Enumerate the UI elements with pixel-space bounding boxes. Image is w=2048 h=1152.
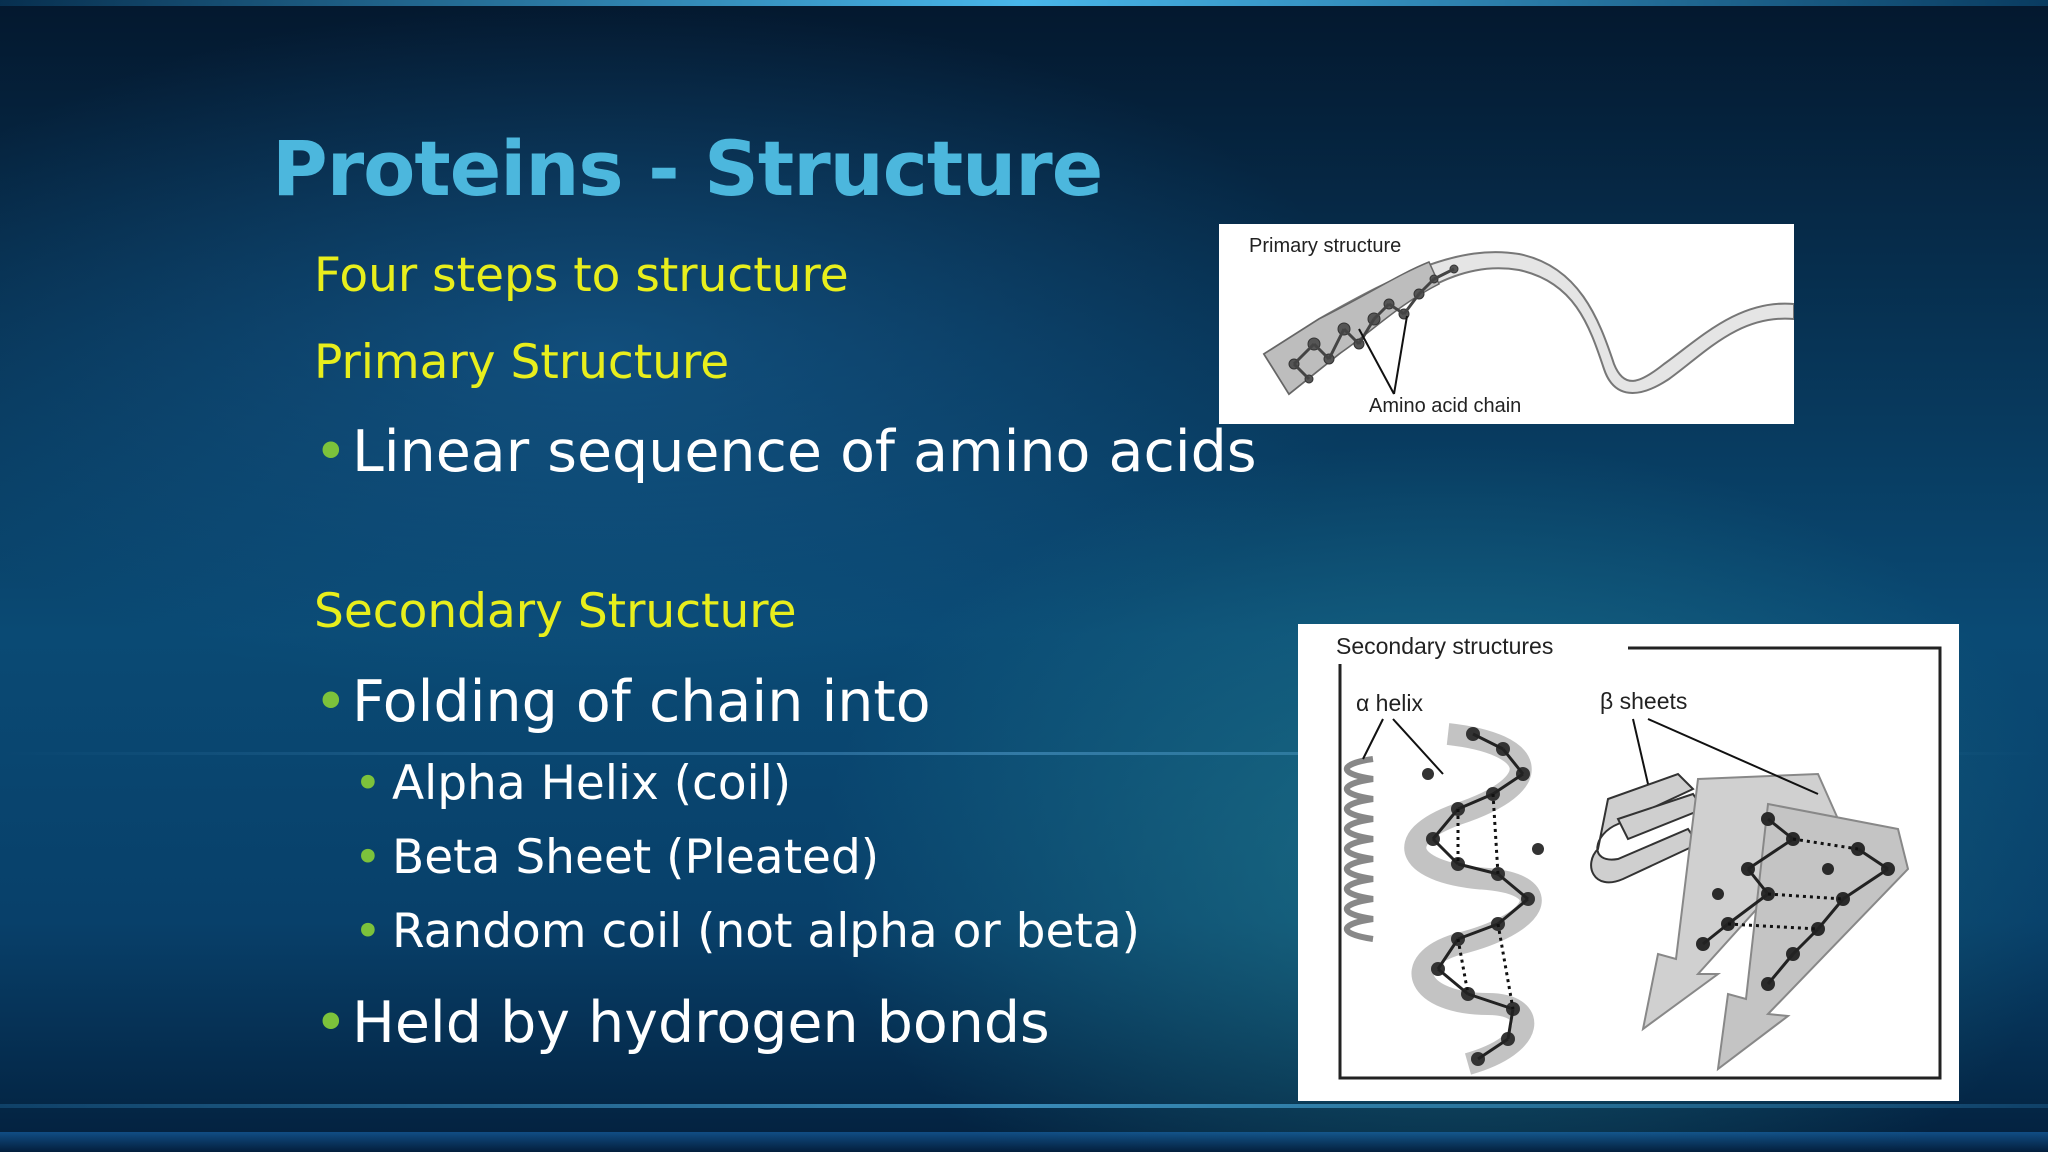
bullet-text: Held by hydrogen bonds	[352, 990, 1050, 1056]
bullet-text: Folding of chain into	[352, 669, 931, 735]
callout-arrows	[1358, 315, 1408, 395]
bullet-hydrogen: •Held by hydrogen bonds	[314, 990, 1050, 1056]
light-streak	[0, 1104, 2048, 1108]
sub-bullet-beta: •Beta Sheet (Pleated)	[354, 830, 879, 885]
alpha-helix-ribbon-icon	[1344, 756, 1374, 942]
bullet-primary: •Linear sequence of amino acids	[314, 419, 1257, 485]
sub-bullet-text: Alpha Helix (coil)	[392, 756, 792, 811]
sub-bullet-alpha: •Alpha Helix (coil)	[354, 756, 791, 811]
secondary-structures-figure: Secondary structures α helix β sheets	[1298, 624, 1959, 1101]
bullet-text: Linear sequence of amino acids	[352, 419, 1257, 485]
ribbon-shaded-section	[1262, 261, 1440, 396]
beta-callout-arrows	[1632, 718, 1819, 795]
bullet-dot: •	[314, 419, 348, 485]
bullet-dot: •	[314, 669, 348, 735]
bonds-icon	[1292, 267, 1455, 381]
bullet-dot: •	[354, 904, 382, 959]
figure-callout: Amino acid chain	[1369, 395, 1521, 417]
alpha-helix-atoms-icon	[1404, 723, 1544, 1075]
beta-sheet-ribbon-icon	[1590, 772, 1705, 884]
primary-structure-drawing: Primary structure	[1249, 235, 1795, 417]
beta-sheets-atoms-icon	[1641, 772, 1910, 1072]
light-streak	[0, 752, 2048, 755]
figure-label-background	[1328, 630, 1628, 664]
bullet-dot: •	[354, 756, 382, 811]
secondary-structure-heading: Secondary Structure	[314, 584, 797, 639]
figure-frame	[1338, 646, 1942, 1080]
figure-label: Primary structure	[1249, 235, 1401, 257]
light-streak-bottom	[0, 1132, 2048, 1152]
bullet-dot: •	[354, 830, 382, 885]
bullet-dot: •	[314, 990, 348, 1056]
secondary-structures-drawing: Secondary structures α helix β sheets	[1328, 630, 1942, 1080]
figure-label: Secondary structures	[1336, 633, 1553, 659]
alpha-callout-arrows	[1362, 718, 1444, 775]
sub-bullet-text: Beta Sheet (Pleated)	[392, 830, 880, 885]
primary-structure-heading: Primary Structure	[314, 335, 730, 390]
primary-structure-figure: Primary structure	[1219, 224, 1795, 424]
light-streak-top	[0, 0, 2048, 6]
alpha-helix-label: α helix	[1356, 690, 1423, 716]
sub-bullet-text: Random coil (not alpha or beta)	[392, 904, 1140, 959]
slide-title: Proteins - Structure	[272, 124, 1103, 213]
intro-heading: Four steps to structure	[314, 248, 849, 303]
bullet-secondary: •Folding of chain into	[314, 669, 931, 735]
beta-sheets-label: β sheets	[1600, 688, 1687, 714]
sub-bullet-random: •Random coil (not alpha or beta)	[354, 904, 1140, 959]
